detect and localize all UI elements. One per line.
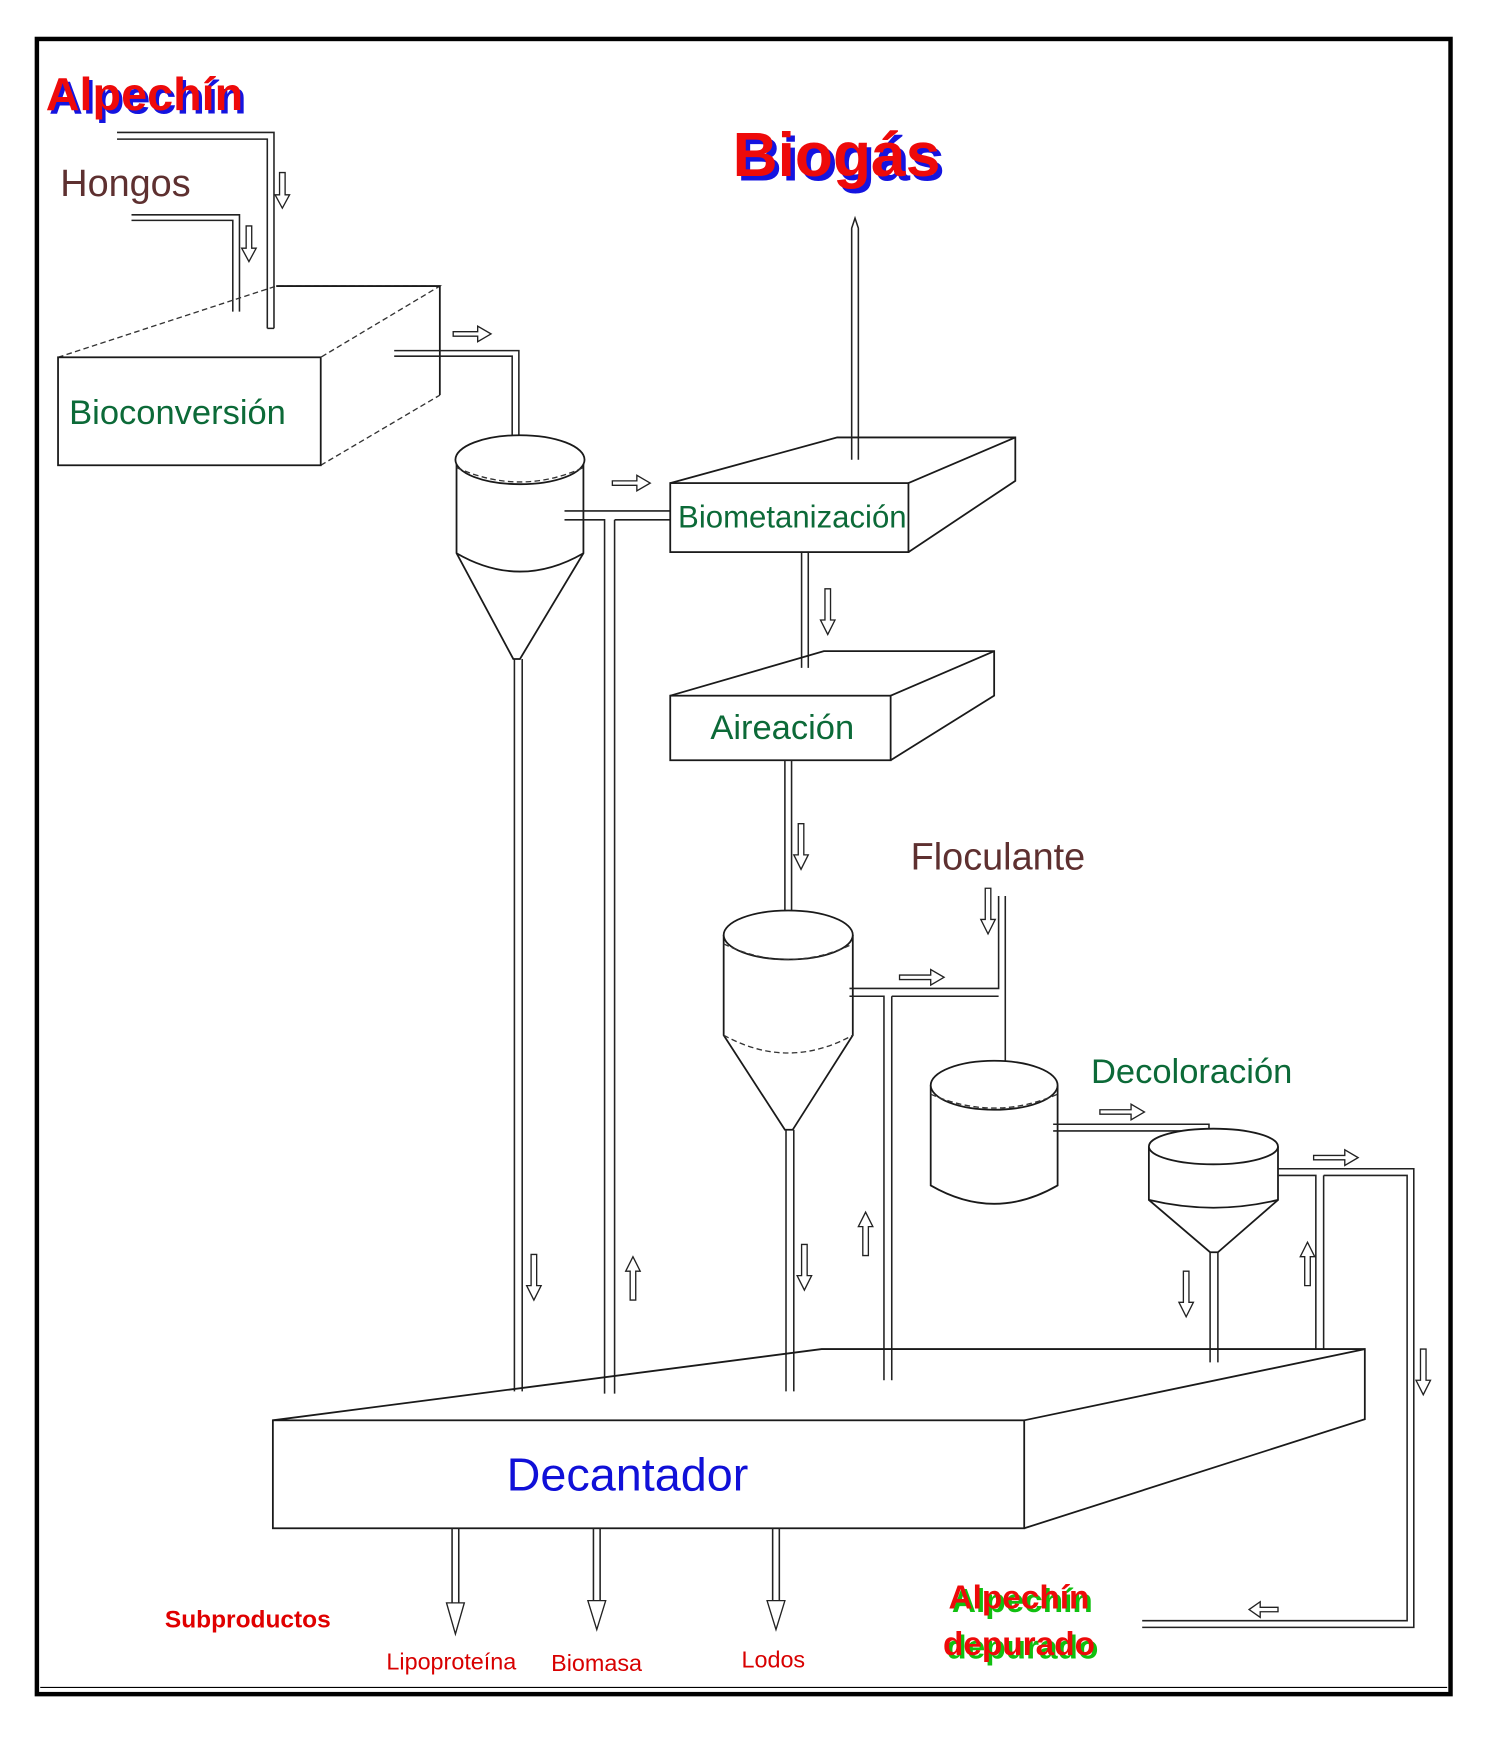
- arrow-right-icon: [611, 474, 652, 493]
- arrow-right-icon: [452, 324, 493, 343]
- svg-text:Alpechín: Alpechín: [46, 68, 243, 120]
- alpechin-feed-pipe: [117, 131, 275, 330]
- bioconversion-outlet-pipe: [394, 349, 520, 451]
- decoloracion-label: Decoloración: [1091, 1053, 1292, 1091]
- flocculation-vessel: [929, 1059, 1059, 1205]
- svg-text:Alpechín: Alpechín: [952, 1583, 1093, 1620]
- arrow-up-icon: [857, 1210, 874, 1257]
- settler-1-vessel: [454, 434, 586, 660]
- treated-outlet-pipe: [1142, 1167, 1415, 1629]
- treated-output-label: Alpechín Alpechín depurado depurado: [943, 1579, 1098, 1666]
- arrow-right-icon: [1312, 1148, 1360, 1167]
- biometanizacion-label: Biometanización: [678, 500, 907, 535]
- arrow-down-icon: [1177, 1270, 1195, 1319]
- svg-text:Biogás: Biogás: [737, 125, 945, 194]
- aireacion-label: Aireación: [710, 709, 854, 747]
- arrow-down-icon: [1414, 1348, 1432, 1397]
- arrow-right-icon: [1099, 1103, 1146, 1121]
- arrow-down-icon: [979, 887, 997, 936]
- byproduct-biomasa-label: Biomasa: [551, 1650, 642, 1676]
- aireacion-unit: Aireación: [669, 650, 996, 762]
- settler-2-underflow-pipe: [785, 1129, 795, 1392]
- biometanizacion-to-aireacion-pipe: [800, 552, 810, 668]
- arrow-down-icon: [586, 1599, 607, 1632]
- arrow-down-icon: [792, 823, 810, 871]
- settler-2-vessel: [722, 909, 854, 1131]
- svg-text:Alpechín: Alpechín: [949, 1579, 1090, 1616]
- hongos-input-label: Hongos: [60, 163, 190, 205]
- diagram-frame: [34, 36, 1453, 1697]
- arrow-down-icon: [766, 1599, 786, 1632]
- byproduct-lodos-label: Lodos: [741, 1646, 805, 1672]
- byproduct-outlets: [445, 1528, 786, 1637]
- arrow-down-icon: [819, 588, 837, 636]
- arrow-up-icon: [624, 1255, 642, 1301]
- bioconversion-unit: Bioconversión: [57, 285, 443, 467]
- svg-text:depurado: depurado: [946, 1630, 1098, 1667]
- bioconversion-label: Bioconversión: [69, 394, 286, 432]
- settler-1-overflow-pipe: [564, 510, 671, 1394]
- arrow-down-icon: [445, 1602, 466, 1637]
- svg-text:Biogás: Biogás: [733, 121, 941, 190]
- svg-text:depurado: depurado: [943, 1626, 1095, 1663]
- arrow-down-icon: [273, 171, 291, 210]
- arrow-up-icon: [1299, 1240, 1316, 1287]
- byproduct-lipoproteina-label: Lipoproteína: [386, 1649, 516, 1675]
- arrow-down-icon: [240, 225, 258, 263]
- byproducts-heading: Subproductos: [165, 1606, 331, 1633]
- aireacion-outlet-pipe: [784, 760, 793, 936]
- arrow-right-icon: [898, 968, 946, 987]
- decoloracion-vessel: [1147, 1127, 1279, 1254]
- decantador-label: Decantador: [507, 1448, 749, 1500]
- decoloracion-underflow-pipe: [1209, 1252, 1219, 1363]
- hongos-feed-pipe: [131, 214, 241, 312]
- arrow-down-icon: [796, 1243, 813, 1292]
- svg-text:Alpechín: Alpechín: [49, 72, 246, 124]
- floculante-input-label: Floculante: [911, 836, 1086, 878]
- arrow-left-icon: [1247, 1600, 1279, 1619]
- alpechin-input-label: Alpechín Alpechín: [46, 68, 247, 123]
- biogas-outlet-pipe: [850, 215, 860, 460]
- arrow-down-icon: [525, 1253, 543, 1302]
- settler-2-overflow-pipe: [849, 896, 1007, 1381]
- biometanizacion-unit: Biometanización: [669, 436, 1017, 553]
- biogas-output-label: Biogás Biogás: [733, 121, 945, 194]
- decantador-unit: Decantador: [271, 1348, 1366, 1530]
- settler-1-underflow-pipe: [513, 658, 523, 1392]
